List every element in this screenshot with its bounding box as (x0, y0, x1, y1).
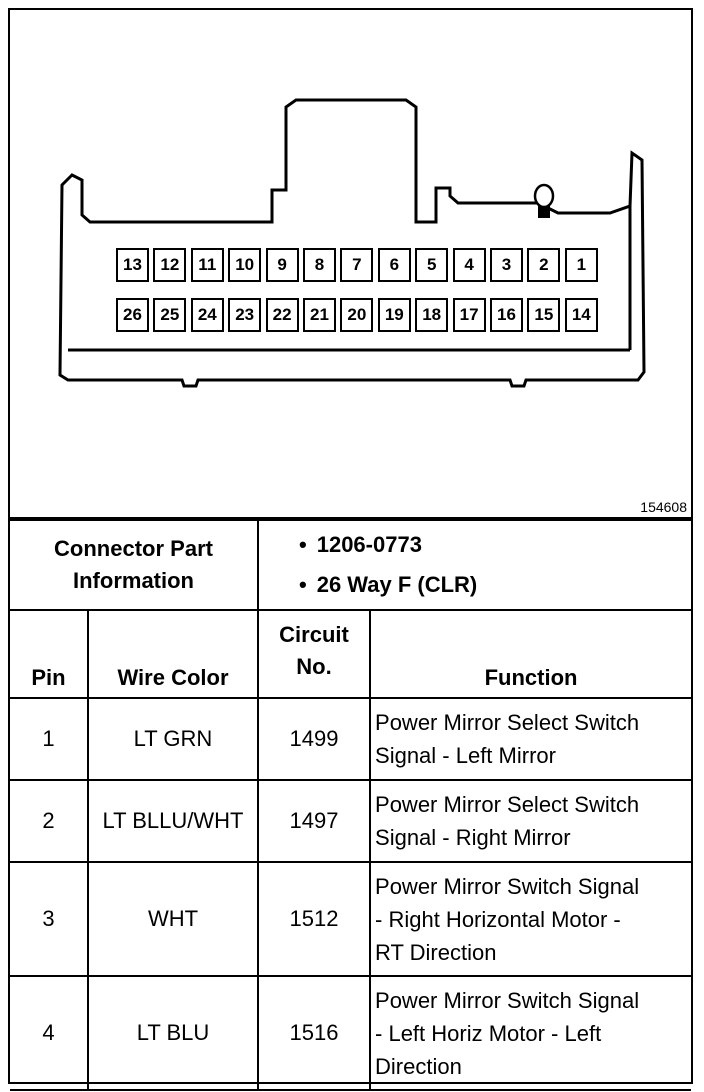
circuit-cell: 1516 (257, 975, 372, 1091)
pin-cavity-14: 14 (564, 298, 598, 332)
circuit-cell: 1512 (257, 861, 372, 977)
pin-cell: 2 (10, 779, 89, 863)
pin-cavity-7: 7 (340, 248, 374, 282)
wire-color-cell: WHT (86, 861, 260, 977)
pin-cavity-4: 4 (452, 248, 486, 282)
header-wire-color: Wire Color (86, 609, 260, 699)
pin-cavity-20: 20 (340, 298, 374, 332)
pin-cavity-18: 18 (415, 298, 449, 332)
pin-cavity-17: 17 (452, 298, 486, 332)
pin-cell: 3 (10, 861, 89, 977)
header-circuit: Circuit No. (257, 609, 372, 699)
connector-info-label: Connector Part Information (10, 519, 260, 611)
pin-cavity-26: 26 (116, 298, 149, 332)
table-row: 3 WHT 1512 Power Mirror Switch Signal - … (10, 861, 692, 977)
pin-cavity-13: 13 (116, 248, 149, 282)
wire-color-cell: LT GRN (86, 697, 260, 781)
pin-cavity-22: 22 (265, 298, 299, 332)
wire-color-cell: LT BLLU/WHT (86, 779, 260, 863)
pin-cavity-1: 1 (564, 248, 598, 282)
figure-id: 154608 (640, 499, 687, 515)
pin-cavity-12: 12 (153, 248, 187, 282)
function-cell: Power Mirror Select Switch Signal - Righ… (369, 779, 692, 863)
pin-cavity-21: 21 (303, 298, 336, 332)
wire-color-cell: LT BLU (86, 975, 260, 1091)
connector-info-values: 1206-0773 26 Way F (CLR) (257, 519, 692, 611)
pin-cavity-25: 25 (153, 298, 187, 332)
pinout-table: Connector Part Information 1206-0773 26 … (10, 519, 692, 1091)
pin-cavity-6: 6 (377, 248, 411, 282)
header-function: Function (369, 609, 692, 699)
table-header: Pin Wire Color Circuit No. Function (10, 609, 692, 699)
function-cell: Power Mirror Switch Signal - Left Horiz … (369, 975, 692, 1091)
pin-cell: 4 (10, 975, 89, 1091)
pin-cavity-3: 3 (490, 248, 523, 282)
pin-cavity-16: 16 (490, 298, 523, 332)
pin-cell: 1 (10, 697, 89, 781)
pin-cavity-9: 9 (265, 248, 299, 282)
pin-cavity-5: 5 (415, 248, 449, 282)
header-pin: Pin (10, 609, 89, 699)
pin-cavity-2: 2 (527, 248, 561, 282)
table-row: 2 LT BLLU/WHT 1497 Power Mirror Select S… (10, 779, 692, 863)
table-row: 4 LT BLU 1516 Power Mirror Switch Signal… (10, 975, 692, 1091)
connector-outline (58, 98, 646, 388)
part-number: 1206-0773 (299, 525, 691, 565)
pin-cavity-15: 15 (527, 298, 561, 332)
table-row: 1 LT GRN 1499 Power Mirror Select Switch… (10, 697, 692, 781)
pin-cavity-23: 23 (228, 298, 262, 332)
circuit-cell: 1497 (257, 779, 372, 863)
circuit-cell: 1499 (257, 697, 372, 781)
pin-cavity-8: 8 (303, 248, 336, 282)
function-cell: Power Mirror Select Switch Signal - Left… (369, 697, 692, 781)
function-cell: Power Mirror Switch Signal - Right Horiz… (369, 861, 692, 977)
connector-info-row: Connector Part Information 1206-0773 26 … (10, 519, 692, 611)
connector-description: 26 Way F (CLR) (299, 565, 691, 605)
pin-cavity-11: 11 (190, 248, 224, 282)
pin-cavity-10: 10 (228, 248, 262, 282)
pin-cavity-19: 19 (377, 298, 411, 332)
pin-cavity-24: 24 (190, 298, 224, 332)
